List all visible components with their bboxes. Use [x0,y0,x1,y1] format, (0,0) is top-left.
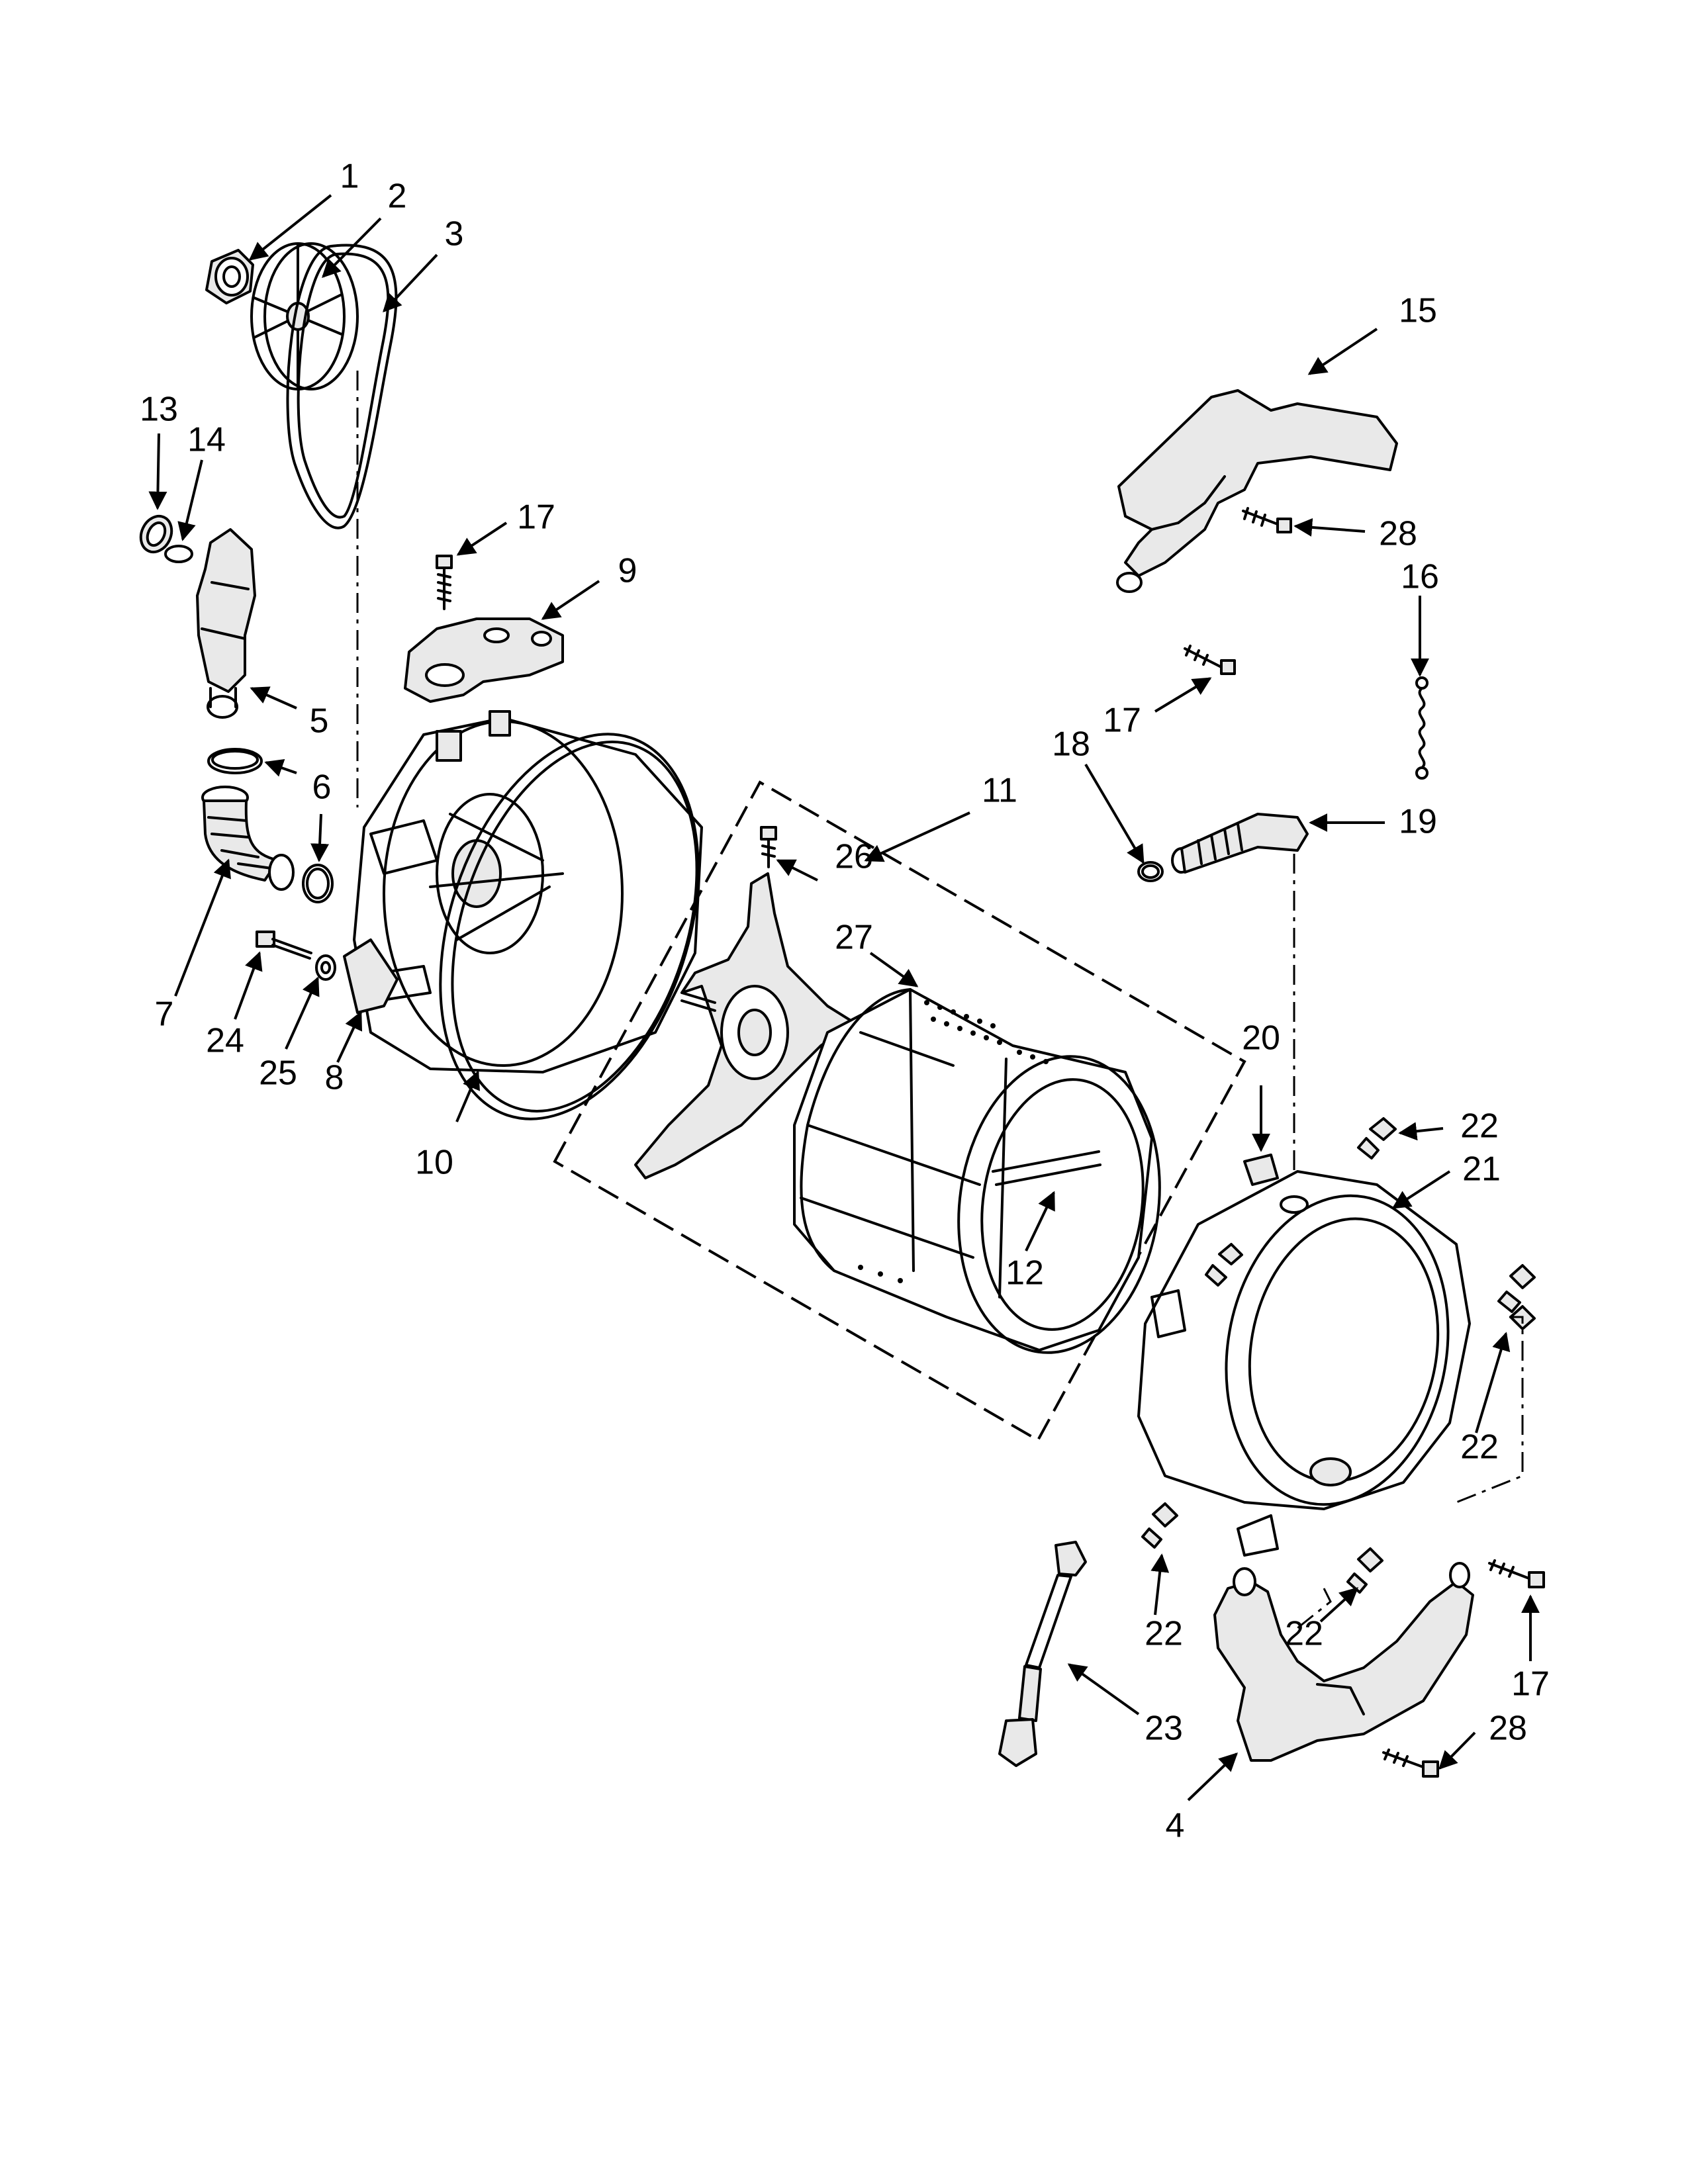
part-15-bracket [1116,389,1398,593]
callout-11: 11 [982,772,1017,810]
callout-26: 26 [835,838,873,876]
callout-10: 10 [415,1144,453,1182]
callout-22b: 22 [1460,1428,1499,1467]
part-24-sensor [256,931,312,960]
callout-19: 19 [1399,803,1437,841]
part-17-screw-top [436,555,453,610]
callout-22c: 22 [1145,1615,1183,1653]
part-6-clamp-b [302,864,334,903]
alignment-line-right [1456,1316,1524,1504]
callout-17c: 17 [1511,1665,1550,1704]
callout-8: 8 [325,1059,344,1097]
callout-25: 25 [259,1054,297,1093]
part-11-group-outline [553,780,1246,1442]
callout-20: 20 [1242,1019,1280,1058]
callout-23: 23 [1145,1709,1183,1748]
part-17-screw-low [1488,1559,1545,1588]
part-21-tub-front [1137,1170,1471,1557]
part-22-clip-b [1205,1243,1243,1287]
part-28-screw-top [1242,507,1292,533]
part-25-grommet [315,954,336,981]
part-7-drain-hose [201,786,295,891]
part-18-clamp [1137,861,1164,882]
part-5-hose [196,528,256,719]
part-4-lower-bracket [1213,1562,1474,1762]
part-27-drum [793,988,1161,1354]
part-8-tub-rear [343,710,703,1073]
part-28-screw-low [1382,1749,1439,1778]
part-20-clip [1243,1154,1279,1186]
callout-7: 7 [155,995,174,1034]
callout-3: 3 [445,215,464,253]
part-22-clip-a [1357,1117,1397,1160]
callout-17b: 17 [1103,702,1141,740]
callout-1: 1 [340,158,359,196]
part-22-clip-c [1497,1264,1536,1330]
callout-12: 12 [1006,1254,1044,1293]
part-9-bracket [404,617,564,703]
callout-28b: 28 [1489,1709,1527,1748]
callout-4: 4 [1166,1807,1185,1845]
callout-16: 16 [1401,558,1439,596]
part-1-nut [205,249,254,304]
callout-15: 15 [1399,292,1437,330]
part-22-clip-d [1141,1502,1178,1549]
callout-2: 2 [388,177,407,216]
part-17-screw-mid [1184,645,1236,675]
part-11-spider [634,872,855,1179]
part-26-screw [760,826,777,868]
callout-22d: 22 [1285,1615,1323,1653]
part-19-vent-hose [1171,813,1309,874]
leader-lines [148,194,1540,1801]
alignment-line-bottom [1297,1588,1332,1629]
part-22-clip-e [1346,1547,1383,1594]
callout-5: 5 [310,702,329,741]
part-13-clamp [139,514,173,554]
part-6-clamp [207,748,263,774]
callout-21: 21 [1462,1150,1501,1189]
part-16-spring [1415,676,1429,780]
part-10-ring [439,733,700,1120]
callout-labels: 1 2 3 13 14 5 6 7 24 25 8 10 17 9 11 26 … [140,158,1550,1845]
callout-13: 13 [140,390,178,429]
callout-27: 27 [835,919,873,957]
part-23-shock-absorber [998,1541,1087,1767]
callout-17a: 17 [517,498,555,537]
part-14-seal [164,545,193,563]
callout-6: 6 [312,768,332,807]
callout-9: 9 [618,552,637,590]
callout-22a: 22 [1460,1107,1499,1146]
callout-18: 18 [1052,725,1090,764]
callout-14: 14 [187,421,226,459]
callout-24: 24 [206,1022,244,1060]
callout-28a: 28 [1379,515,1417,553]
